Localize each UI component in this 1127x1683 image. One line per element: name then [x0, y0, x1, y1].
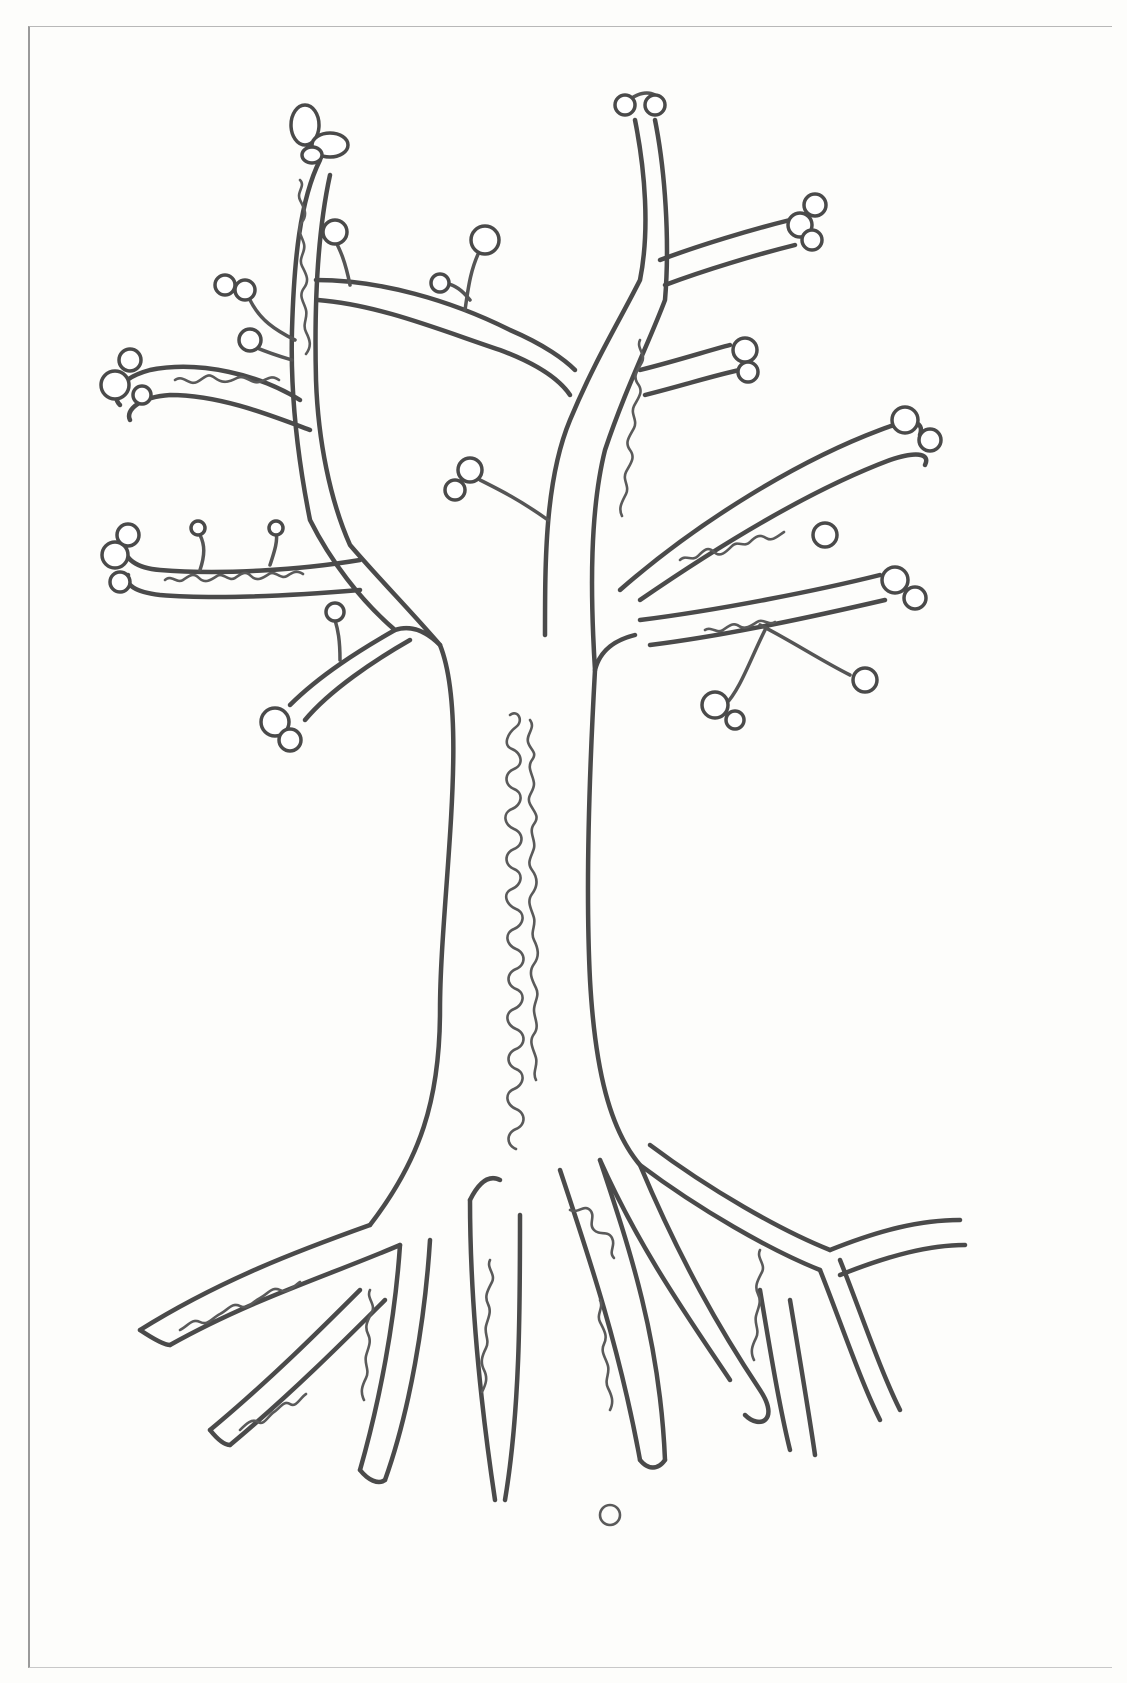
- tree-trunk: [370, 628, 640, 1225]
- right-branches: [445, 93, 941, 729]
- tree-roots: [140, 1145, 965, 1525]
- trunk-script: [505, 713, 537, 1149]
- left-branches: [101, 105, 575, 751]
